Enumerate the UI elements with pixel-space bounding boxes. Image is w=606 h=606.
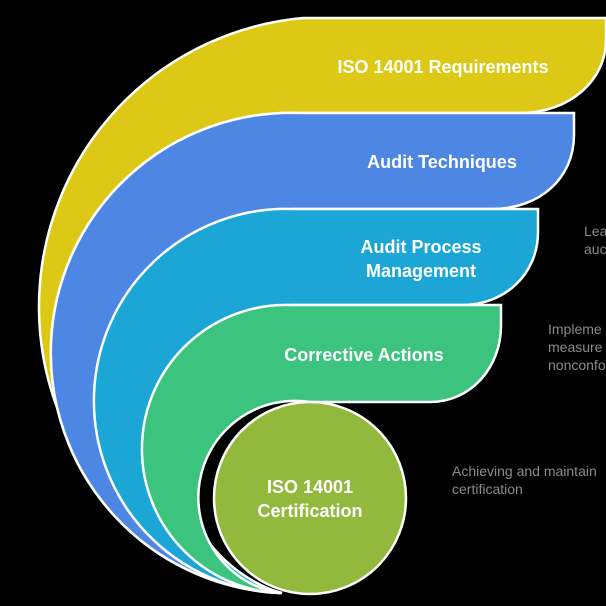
- layer-label-line: ISO 14001: [267, 477, 353, 497]
- layer-label-line: ISO 14001 Requirements: [337, 57, 548, 77]
- layer-label-line: Certification: [257, 501, 362, 521]
- description-line: Achieving and maintain: [452, 463, 597, 479]
- layer-label-line: Management: [366, 261, 476, 281]
- description-corrective-actions: Impleme measure nonconfo: [548, 321, 606, 373]
- layer-label: Audit Techniques: [367, 152, 517, 172]
- description-line: auc: [584, 241, 606, 257]
- layer-shape: [212, 400, 408, 596]
- description-line: measure: [548, 339, 603, 355]
- description-line: Lea: [584, 223, 606, 239]
- description-audit-process: Lea auc: [584, 223, 606, 257]
- layer-label-line: Audit Techniques: [367, 152, 517, 172]
- description-line: nonconfo: [548, 357, 606, 373]
- layer-label-line: Audit Process: [360, 237, 481, 257]
- layer-label-line: Corrective Actions: [284, 345, 443, 365]
- description-line: Impleme: [548, 321, 602, 337]
- layer-label: ISO 14001 Requirements: [337, 57, 548, 77]
- layer-label: Corrective Actions: [284, 345, 443, 365]
- description-certification: Achieving and maintain certification: [452, 463, 597, 497]
- description-line: certification: [452, 481, 523, 497]
